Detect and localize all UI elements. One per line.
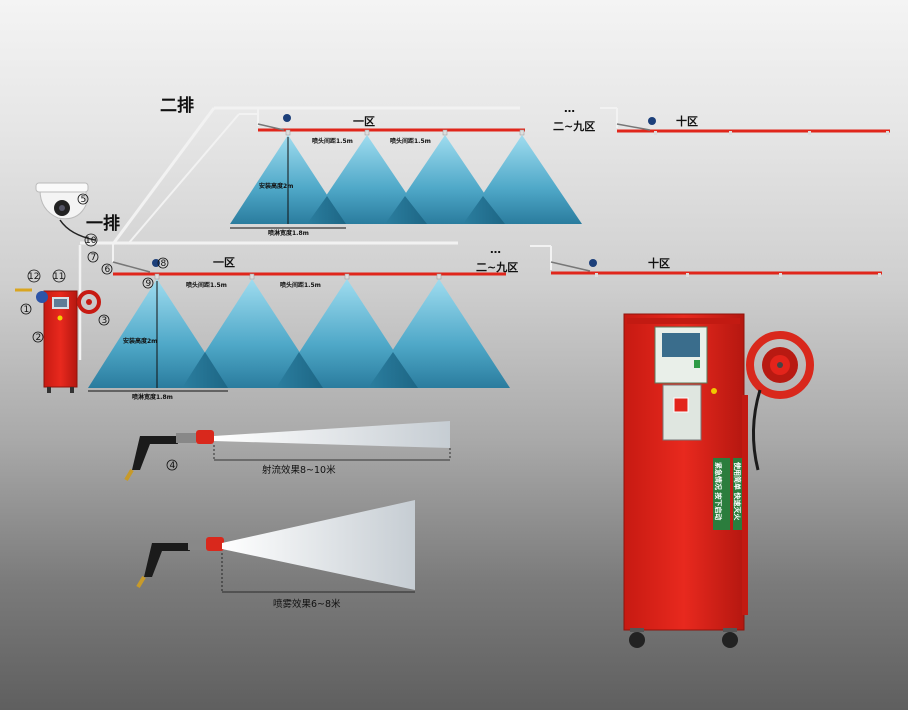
- callout-3: 3: [98, 314, 110, 326]
- row1-ellipsis: …: [490, 243, 501, 256]
- svg-text:3: 3: [102, 316, 108, 326]
- svg-text:9: 9: [146, 279, 152, 289]
- row1-spacing-label-2: 喷头间距1.5m: [280, 281, 321, 289]
- row2-label: 二排: [160, 95, 194, 116]
- mist-spray: 喷雾效果6~8米: [136, 500, 415, 610]
- row2-zone1-label: 一区: [353, 115, 375, 128]
- mist-effect-label: 喷雾效果6~8米: [273, 598, 341, 610]
- svg-text:4: 4: [170, 461, 176, 471]
- svg-text:10: 10: [85, 236, 97, 246]
- control-cabinet-icon: 紧急情况 按下启动 使用简单 快速灭火: [623, 313, 814, 648]
- callout-4: 4: [166, 459, 178, 471]
- svg-text:6: 6: [105, 265, 111, 275]
- row2-system: 喷头间距1.5m 喷头间距1.5m 安装高度2m 喷淋宽度1.8m 一区 … 二…: [111, 95, 890, 245]
- row2-height-label: 安装高度2m: [259, 182, 293, 190]
- svg-text:8: 8: [161, 259, 167, 269]
- valve-icon: [589, 259, 597, 267]
- row1-label: 一排: [86, 213, 120, 234]
- row2-spacing-label-1: 喷头间距1.5m: [312, 137, 353, 145]
- valve-icon: [283, 114, 291, 122]
- slogan-left: 紧急情况 按下启动: [714, 462, 723, 520]
- row1-zone10-label: 十区: [648, 256, 670, 270]
- row2-zone-mid-label: 二~九区: [553, 119, 595, 133]
- callout-6: 6: [101, 263, 113, 275]
- dome-camera-icon: [35, 182, 96, 241]
- row1-spray-cones: [88, 279, 510, 388]
- svg-text:2: 2: [36, 333, 42, 343]
- callout-9: 9: [142, 277, 154, 289]
- callout-1: 1: [20, 303, 32, 315]
- row1-zone-mid-label: 二~九区: [476, 260, 518, 274]
- row1-zone1-label: 一区: [213, 256, 235, 269]
- callouts: 1 2 3 4 5 6 7 8 9 10 11 12: [20, 193, 178, 471]
- row2-width-label: 喷淋宽度1.8m: [268, 229, 309, 237]
- spray-gun-icon: [124, 430, 214, 482]
- svg-text:5: 5: [81, 195, 87, 205]
- callout-12: 12: [27, 269, 41, 283]
- svg-text:12: 12: [28, 272, 39, 282]
- callout-5: 5: [77, 193, 89, 205]
- row1-spacing-label-1: 喷头间距1.5m: [186, 281, 227, 289]
- callout-7: 7: [87, 251, 99, 263]
- row1-width-label: 喷淋宽度1.8m: [132, 393, 173, 401]
- svg-text:1: 1: [24, 305, 30, 315]
- valve-icon: [648, 117, 656, 125]
- jet-spray: 射流效果8~10米: [124, 421, 451, 482]
- callout-11: 11: [52, 269, 66, 283]
- callout-2: 2: [32, 331, 44, 343]
- row2-zone10-label: 十区: [676, 114, 698, 128]
- callout-10: 10: [84, 233, 98, 247]
- row2-ellipsis: …: [564, 102, 575, 115]
- svg-text:11: 11: [53, 272, 64, 282]
- row2-spacing-label-2: 喷头间距1.5m: [390, 137, 431, 145]
- control-cabinet-small: [15, 245, 101, 393]
- jet-effect-label: 射流效果8~10米: [262, 464, 336, 476]
- hose-reel-icon: [746, 331, 814, 399]
- callout-8: 8: [157, 257, 169, 269]
- row2-spray-cones: [230, 135, 582, 224]
- spray-gun-icon: [136, 537, 224, 589]
- svg-text:7: 7: [91, 253, 97, 263]
- slogan-right: 使用简单 快速灭火: [733, 461, 742, 521]
- row1-system: 喷头间距1.5m 喷头间距1.5m 安装高度2m 喷淋宽度1.8m 一区 … 二…: [80, 213, 882, 401]
- row1-height-label: 安装高度2m: [123, 337, 157, 345]
